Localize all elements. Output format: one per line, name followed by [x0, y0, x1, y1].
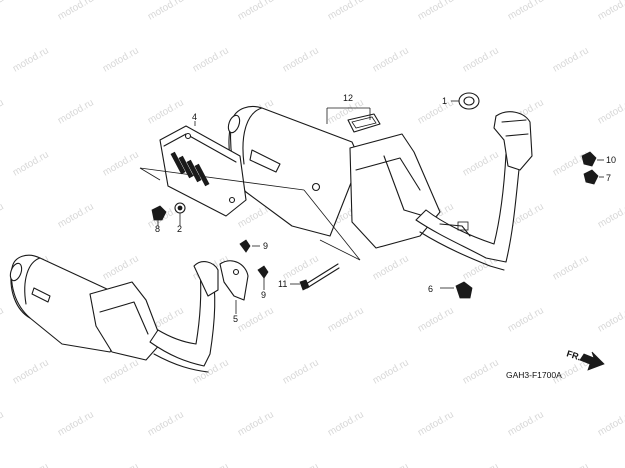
- watermark-text: motod.ru: [506, 0, 546, 23]
- watermark-text: motod.ru: [0, 305, 6, 334]
- watermark-text: motod.ru: [596, 201, 625, 230]
- watermark-text: motod.ru: [101, 45, 141, 74]
- watermark-text: motod.ru: [461, 149, 501, 178]
- watermark-text: motod.ru: [326, 409, 366, 438]
- watermark-text: motod.ru: [191, 461, 231, 468]
- watermark-text: motod.ru: [101, 253, 141, 282]
- leader-lines: [139, 100, 604, 314]
- part-label-6: 6: [428, 284, 433, 294]
- watermark-text: motod.ru: [56, 0, 96, 23]
- watermark-text: motod.ru: [56, 201, 96, 230]
- watermark-text: motod.ru: [0, 0, 6, 23]
- watermark-text: motod.ru: [0, 201, 6, 230]
- front-arrow-icon: [579, 351, 605, 371]
- watermark-text: motod.ru: [371, 45, 411, 74]
- watermark-text: motod.ru: [596, 305, 625, 334]
- part-label-8: 8: [155, 224, 160, 234]
- watermark-text: motod.ru: [11, 357, 51, 386]
- watermark-text: motod.ru: [596, 409, 625, 438]
- part-label-7: 7: [606, 173, 611, 183]
- watermark-text: motod.ru: [371, 253, 411, 282]
- watermark-text: motod.ru: [281, 461, 321, 468]
- watermark-text: motod.ru: [596, 97, 625, 126]
- watermark-text: motod.ru: [506, 409, 546, 438]
- watermark-text: motod.ru: [461, 357, 501, 386]
- watermark-text: motod.ru: [326, 305, 366, 334]
- part-label-2: 2: [177, 224, 182, 234]
- watermark-text: motod.ru: [416, 409, 456, 438]
- diagram-code: GAH3-F1700A: [506, 370, 562, 380]
- part-label-12: 12: [343, 93, 353, 103]
- watermark-text: motod.ru: [56, 97, 96, 126]
- watermark-text: motod.ru: [0, 97, 6, 126]
- watermark-text: motod.ru: [146, 0, 186, 23]
- watermark-text: motod.ru: [236, 409, 276, 438]
- watermark-text: motod.ru: [371, 357, 411, 386]
- watermark-text: motod.ru: [461, 461, 501, 468]
- watermark-text: motod.ru: [371, 461, 411, 468]
- fr-label: FR.: [565, 348, 582, 362]
- hardware: [151, 92, 599, 299]
- watermark-text: motod.ru: [56, 409, 96, 438]
- part-label-10: 10: [606, 155, 616, 165]
- part-label-9-upper: 9: [263, 241, 268, 251]
- watermark-text: motod.ru: [11, 461, 51, 468]
- watermark-text: motod.ru: [551, 253, 591, 282]
- watermark-text: motod.ru: [416, 0, 456, 23]
- watermark-text: motod.ru: [191, 45, 231, 74]
- watermark-text: motod.ru: [101, 461, 141, 468]
- part-label-5: 5: [233, 314, 238, 324]
- watermark-text: motod.ru: [146, 97, 186, 126]
- watermark-text: motod.ru: [0, 409, 6, 438]
- watermark-text: motod.ru: [101, 357, 141, 386]
- watermark-text: motod.ru: [506, 305, 546, 334]
- watermark-text: motod.ru: [551, 45, 591, 74]
- watermark-text: motod.ru: [326, 0, 366, 23]
- front-direction-marker: FR.: [565, 348, 605, 371]
- part-label-4: 4: [192, 112, 197, 122]
- watermark-text: motod.ru: [596, 0, 625, 23]
- part-labels: 1 2 4 5 6 7 8 9 9 10 11 12: [155, 93, 616, 324]
- watermark-text: motod.ru: [236, 0, 276, 23]
- part-label-11: 11: [278, 279, 287, 289]
- watermark-text: motod.ru: [281, 45, 321, 74]
- lower-muffler-assembly: [9, 254, 249, 373]
- upper-muffler-assembly: [159, 105, 533, 271]
- part-label-9-lower: 9: [261, 290, 266, 300]
- watermark-text: motod.ru: [146, 409, 186, 438]
- watermark-text: motod.ru: [101, 149, 141, 178]
- watermark-text: motod.ru: [551, 461, 591, 468]
- watermark-text: motod.ru: [461, 45, 501, 74]
- part-label-1: 1: [442, 96, 447, 106]
- watermark-text: motod.ru: [281, 357, 321, 386]
- watermark-text: motod.ru: [416, 305, 456, 334]
- watermark-text: motod.ru: [11, 149, 51, 178]
- watermark-text: motod.ru: [236, 305, 276, 334]
- watermark-text: motod.ru: [416, 97, 456, 126]
- watermark-text: motod.ru: [11, 45, 51, 74]
